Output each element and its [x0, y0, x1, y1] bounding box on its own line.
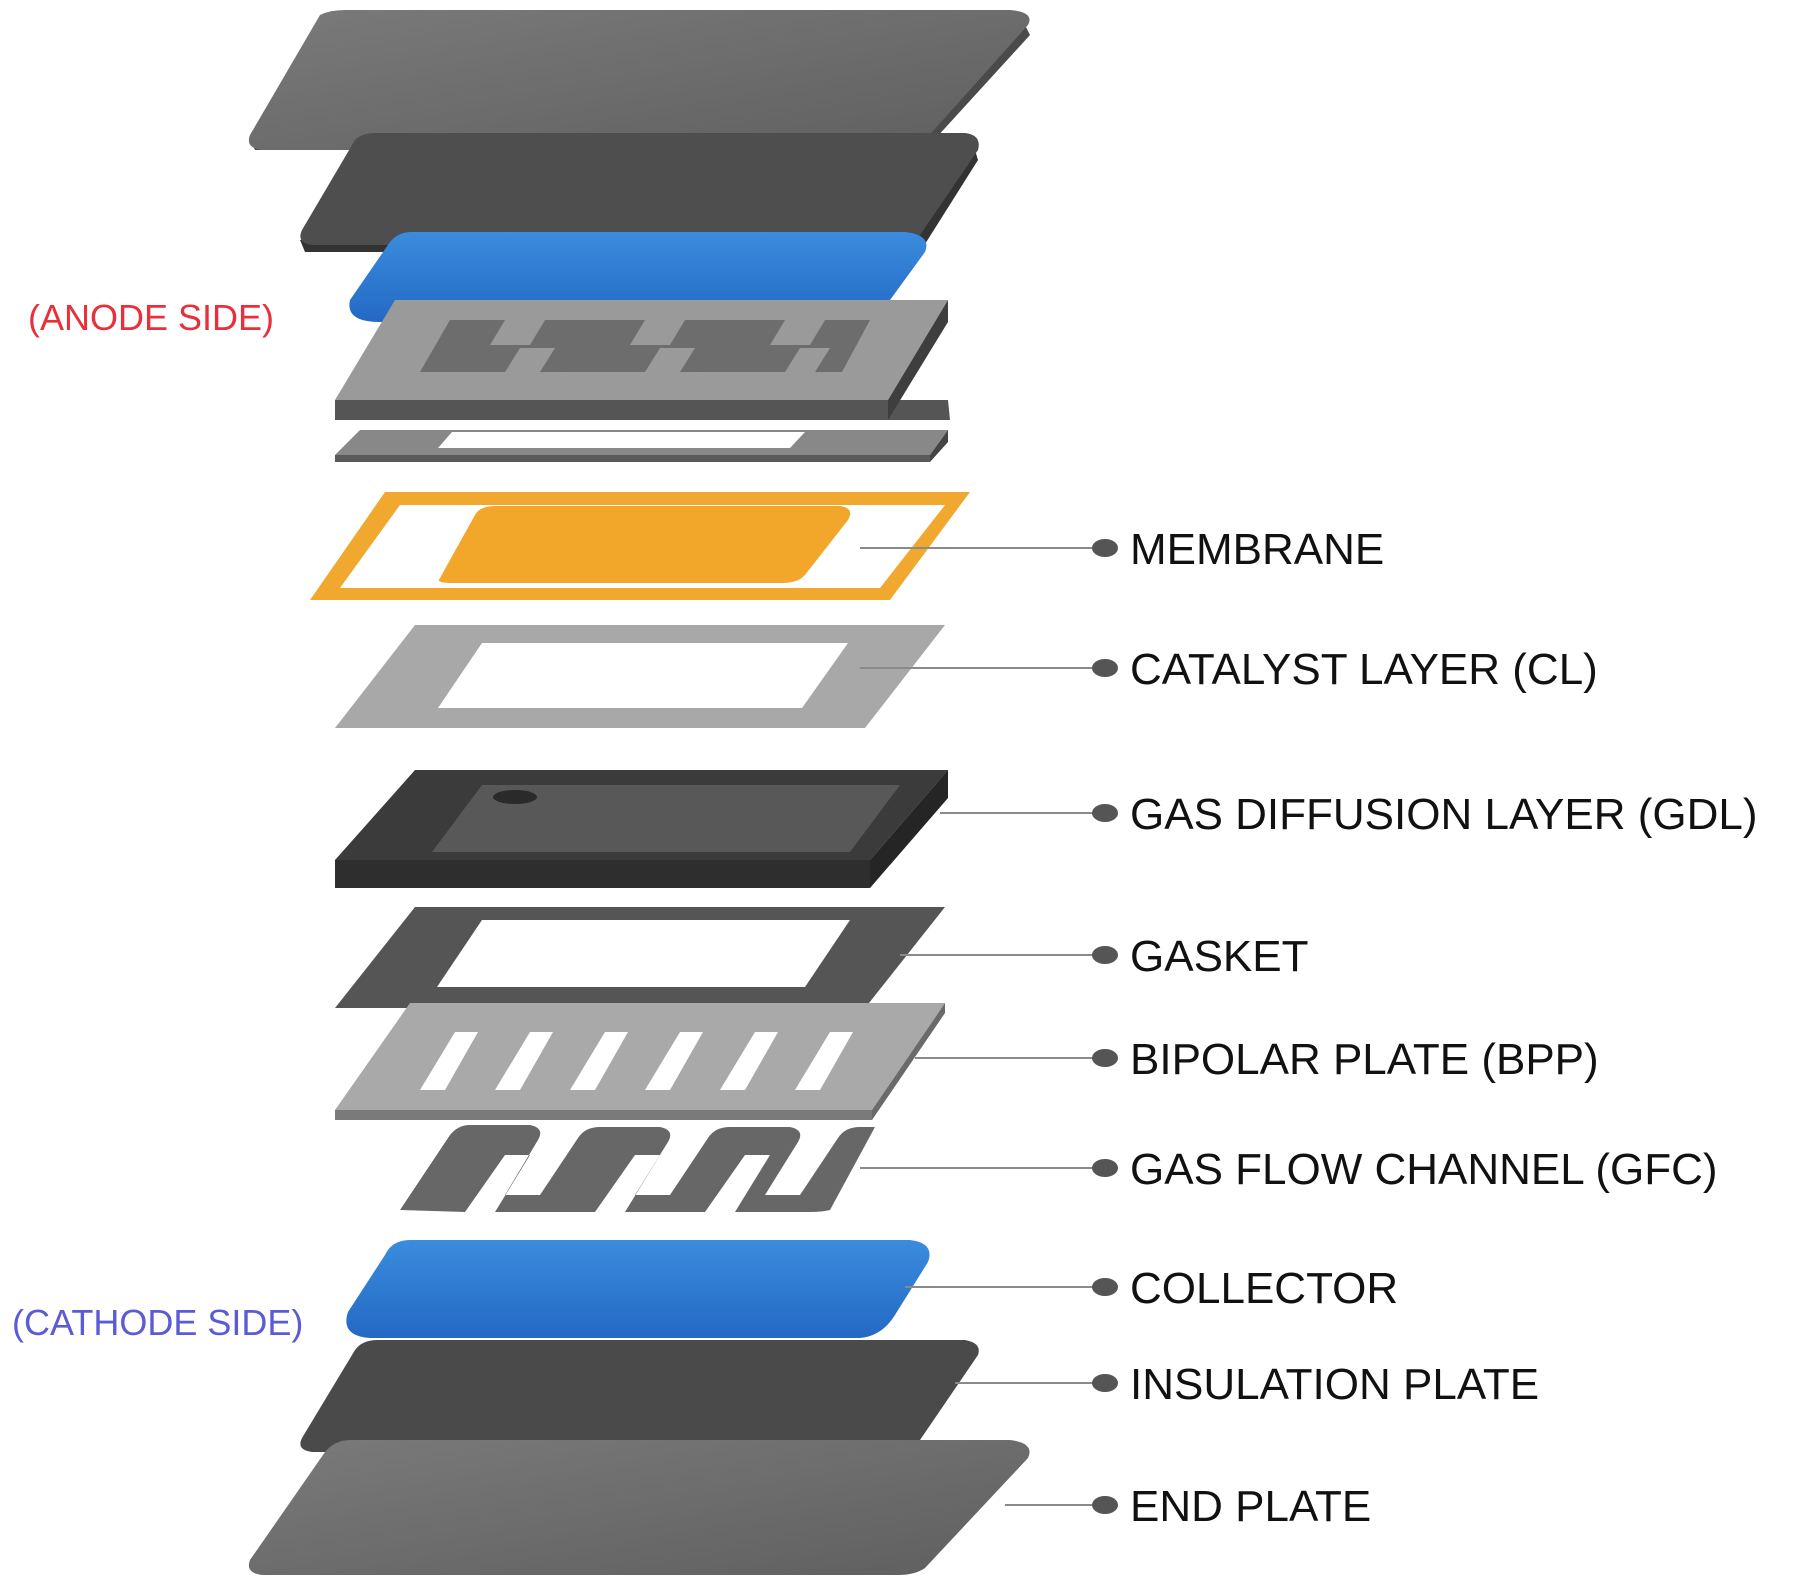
insulation-label: INSULATION PLATE	[1130, 1360, 1539, 1409]
catalyst-leader-dot	[1092, 659, 1118, 677]
collector-leader-dot	[1092, 1278, 1118, 1296]
component-labels: MEMBRANE CATALYST LAYER (CL) GAS DIFFUSION…	[1130, 525, 1758, 1531]
top-collector	[349, 232, 927, 322]
top-insulation-plate	[300, 133, 979, 252]
gas-flow-channel-layer	[400, 1125, 875, 1212]
leader-lines	[860, 539, 1118, 1514]
bottom-insulation-plate	[300, 1340, 979, 1452]
insulation-leader-dot	[1092, 1374, 1118, 1392]
gasket-layer	[335, 907, 945, 1008]
gasket-label: GASKET	[1130, 932, 1309, 981]
membrane-layer	[310, 492, 970, 600]
gdl-leader-dot	[1092, 804, 1118, 822]
bipolar-plate-layer	[335, 1003, 945, 1120]
bpp-leader-dot	[1092, 1049, 1118, 1067]
membrane-leader-dot	[1092, 539, 1118, 557]
collector-label: COLLECTOR	[1130, 1264, 1398, 1313]
gas-diffusion-layer	[335, 770, 948, 888]
bottom-end-plate	[248, 1440, 1030, 1575]
endplate-leader-dot	[1092, 1496, 1118, 1514]
bpp-label: BIPOLAR PLATE (BPP)	[1130, 1035, 1599, 1084]
anode-side-label: (ANODE SIDE)	[28, 297, 274, 338]
top-end-plate	[248, 10, 1030, 150]
gasket-leader-dot	[1092, 946, 1118, 964]
gdl-label: GAS DIFFUSION LAYER (GDL)	[1130, 790, 1758, 839]
top-bipolar-plate	[335, 300, 950, 462]
catalyst-layer	[335, 625, 945, 728]
cathode-side-label: (CATHODE SIDE)	[12, 1302, 303, 1343]
membrane-label: MEMBRANE	[1130, 525, 1384, 574]
catalyst-label: CATALYST LAYER (CL)	[1130, 645, 1598, 694]
endplate-label: END PLATE	[1130, 1482, 1371, 1531]
gfc-leader-dot	[1092, 1159, 1118, 1177]
bottom-collector	[346, 1240, 930, 1338]
gfc-label: GAS FLOW CHANNEL (GFC)	[1130, 1145, 1718, 1194]
